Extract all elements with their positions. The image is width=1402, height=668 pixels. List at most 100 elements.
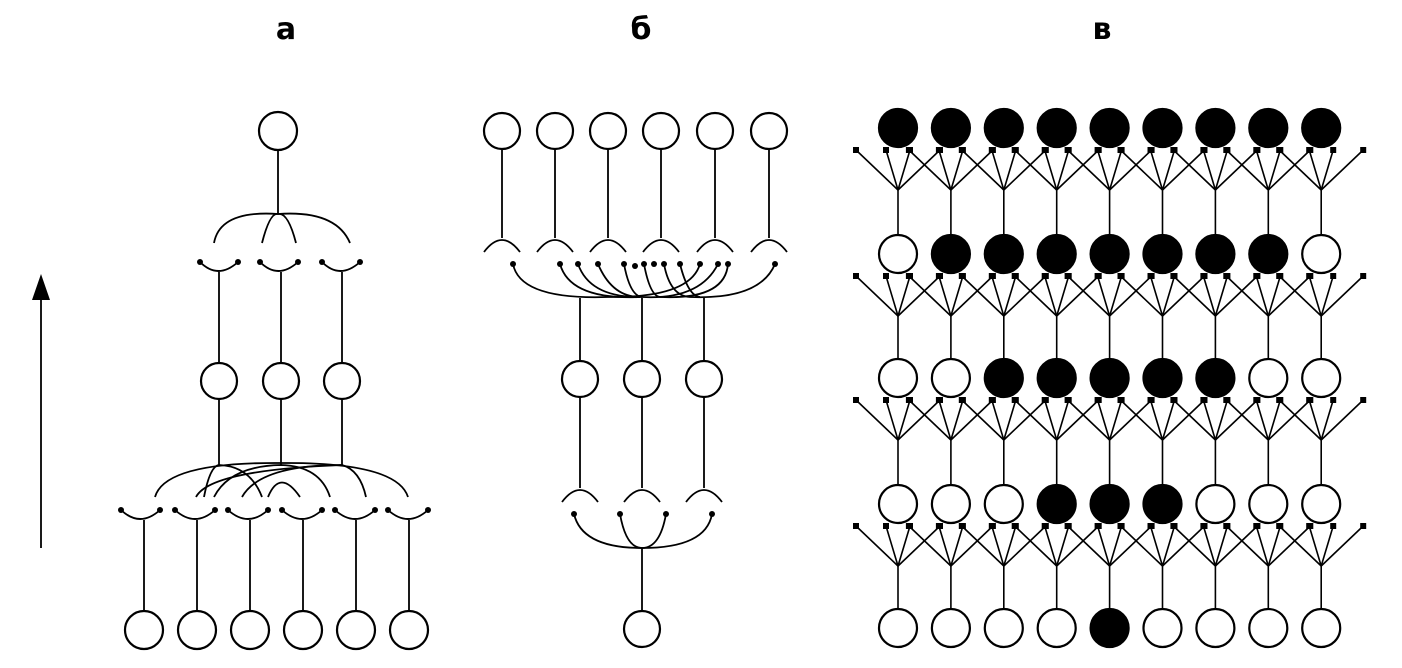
synapse-terminal xyxy=(1200,147,1207,153)
connection xyxy=(1056,525,1100,567)
connection xyxy=(961,149,1005,191)
connection xyxy=(855,275,899,317)
active-node xyxy=(1089,483,1130,525)
connection xyxy=(897,399,911,441)
connection xyxy=(991,525,1005,567)
connection xyxy=(885,275,899,317)
connection xyxy=(1043,275,1058,317)
synapse-terminal xyxy=(853,273,859,279)
synapse-terminal xyxy=(883,273,889,279)
connection xyxy=(1096,149,1111,191)
connection xyxy=(1109,149,1153,191)
synapse-row-b-upper xyxy=(510,261,778,299)
connection xyxy=(1320,275,1364,317)
connection xyxy=(908,399,952,441)
active-node xyxy=(983,233,1024,275)
synapse-terminal xyxy=(905,397,912,403)
active-node xyxy=(877,107,919,149)
connection xyxy=(855,525,899,567)
connection xyxy=(1161,149,1206,191)
connection xyxy=(1003,399,1017,441)
connection xyxy=(1055,275,1070,317)
connection xyxy=(1161,525,1206,567)
connection xyxy=(1161,399,1176,441)
active-node xyxy=(1089,607,1130,649)
node xyxy=(335,609,377,651)
direction-arrow xyxy=(32,274,50,548)
synapse-terminal xyxy=(1094,147,1101,153)
connection xyxy=(1267,525,1282,567)
connection xyxy=(950,399,994,441)
synapse-terminal xyxy=(905,523,912,529)
synapse-terminal xyxy=(1147,523,1154,529)
connection xyxy=(950,149,994,191)
connection xyxy=(1320,275,1334,317)
connection xyxy=(1043,399,1058,441)
connection xyxy=(1202,399,1217,441)
connection xyxy=(991,399,1005,441)
connection xyxy=(1267,275,1282,317)
connection xyxy=(1225,525,1269,567)
panel-label-v: в xyxy=(1092,12,1112,47)
node xyxy=(588,111,628,151)
connection xyxy=(1202,525,1217,567)
synapse-terminal xyxy=(883,523,889,529)
synapse-terminal xyxy=(1276,397,1283,403)
active-node xyxy=(1089,107,1130,149)
synapse-terminal xyxy=(1117,397,1124,403)
connection xyxy=(1214,275,1258,317)
connection xyxy=(897,275,941,317)
connection xyxy=(897,275,911,317)
connection xyxy=(1278,275,1322,317)
node xyxy=(1142,607,1183,649)
node xyxy=(1195,483,1236,525)
node xyxy=(261,361,301,401)
connection xyxy=(897,149,911,191)
synapse-terminal xyxy=(853,523,859,529)
connection xyxy=(1067,149,1111,191)
synapse-terminal xyxy=(1360,397,1367,403)
connection xyxy=(1014,149,1058,191)
active-node xyxy=(983,107,1024,149)
synapse-terminal xyxy=(1064,397,1071,403)
active-node xyxy=(983,357,1024,399)
active-node xyxy=(1248,233,1289,275)
node xyxy=(1248,607,1289,649)
active-node xyxy=(930,233,972,275)
synapse-row-b-lower xyxy=(571,511,715,549)
connection xyxy=(961,525,1005,567)
connection xyxy=(1308,525,1322,567)
active-node xyxy=(1142,107,1183,149)
node xyxy=(282,609,324,651)
connection xyxy=(1109,275,1153,317)
synapse-terminal xyxy=(1360,273,1367,279)
active-node xyxy=(1036,233,1077,275)
connection xyxy=(1267,275,1311,317)
node xyxy=(176,609,218,651)
synapse-terminal xyxy=(935,523,942,529)
active-node xyxy=(1036,483,1077,525)
active-node xyxy=(1142,357,1183,399)
connection xyxy=(1003,275,1047,317)
synapse-row-upper xyxy=(197,259,363,272)
connection xyxy=(1267,149,1311,191)
synapse-row-lower xyxy=(118,507,431,520)
synapse-terminal xyxy=(1041,523,1048,529)
synapse-terminal xyxy=(935,147,942,153)
synapse-terminal xyxy=(905,147,912,153)
connection xyxy=(1119,525,1164,567)
connection xyxy=(1003,525,1017,567)
connection xyxy=(950,525,994,567)
synapse-terminal xyxy=(1147,273,1154,279)
synapse-terminal xyxy=(1041,273,1048,279)
panel-v-network xyxy=(853,107,1367,649)
connection xyxy=(1255,399,1270,441)
connection xyxy=(1320,149,1364,191)
synapse-terminal xyxy=(883,147,889,153)
connection xyxy=(991,149,1005,191)
synapse-terminal xyxy=(1306,397,1313,403)
synapse-terminal xyxy=(1253,397,1260,403)
synapse-terminal xyxy=(905,273,912,279)
node xyxy=(1301,357,1342,399)
